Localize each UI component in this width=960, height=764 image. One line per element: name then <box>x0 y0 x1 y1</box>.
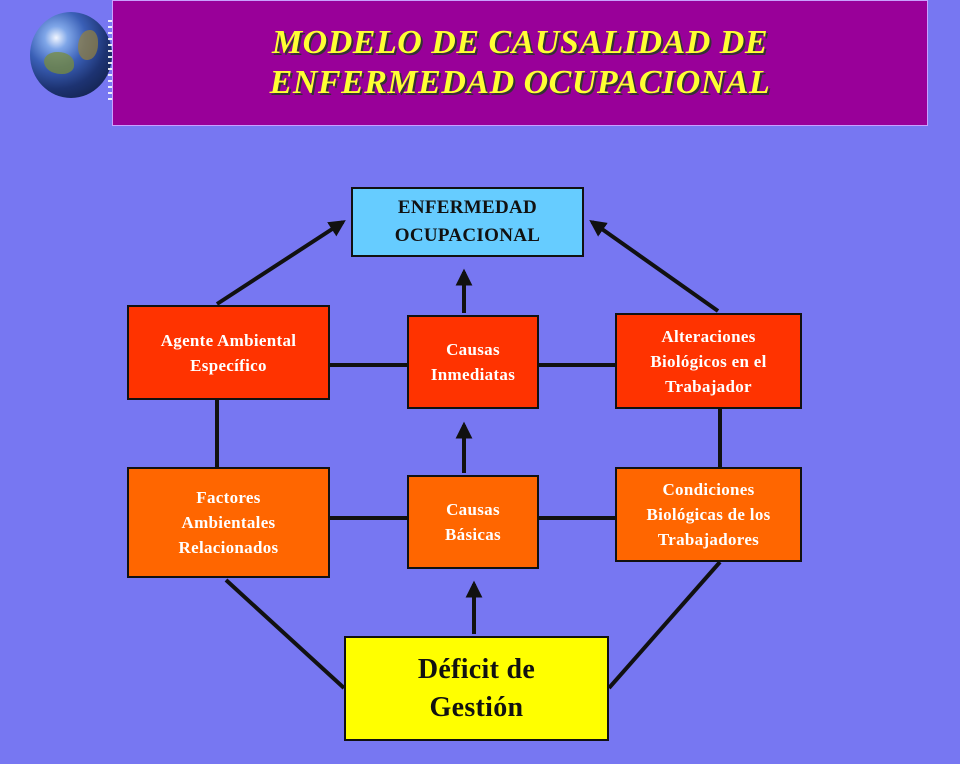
box-label-line: Inmediatas <box>430 365 516 384</box>
title-line: MODELO DE CAUSALIDAD DE <box>271 24 769 61</box>
box-label-line: Causas <box>446 500 500 519</box>
connector-factores-deficit <box>224 578 346 690</box>
box-causas-inmediatas: Causas Inmediatas <box>407 315 539 409</box>
box-alteraciones-biologicas: Alteraciones Biológicos en el Trabajador <box>615 313 802 409</box>
box-label-line: Condiciones <box>662 480 755 499</box>
title-banner: MODELO DE CAUSALIDAD DE ENFERMEDAD OCUPA… <box>112 0 928 126</box>
arrow-alteraciones-to-enfermedad <box>589 220 720 313</box>
box-agente-ambiental: Agente Ambiental Específico <box>127 305 330 400</box>
title-line: ENFERMEDAD OCUPACIONAL <box>269 64 771 101</box>
arrow-agente-to-enfermedad <box>215 220 346 306</box>
box-label-line: Factores <box>196 488 261 507</box>
box-label-line: Específico <box>190 355 267 375</box>
box-label-line: ENFERMEDAD <box>397 197 538 218</box>
box-label-line: Biológicas de los <box>646 505 771 524</box>
decorative-dots <box>108 20 114 100</box>
connector-condiciones-deficit <box>607 560 722 690</box>
box-label-line: Biológicos en el <box>650 351 767 371</box>
box-label-line: Agente Ambiental <box>160 330 297 350</box>
box-deficit-de-gestion: Déficit de Gestión <box>344 636 609 741</box>
globe-icon <box>30 12 112 98</box>
box-enfermedad-ocupacional: ENFERMEDAD OCUPACIONAL <box>351 187 584 257</box>
box-label-line: Gestión <box>429 691 524 723</box>
box-label-line: Trabajadores <box>657 530 760 549</box>
box-label-line: Trabajador <box>665 376 752 396</box>
box-label-line: Déficit de <box>417 653 536 685</box>
box-label-line: OCUPACIONAL <box>394 225 541 246</box>
box-label-line: Relacionados <box>178 538 279 557</box>
box-label-line: Ambientales <box>181 513 276 532</box>
box-causas-basicas: Causas Básicas <box>407 475 539 569</box>
page-title: MODELO DE CAUSALIDAD DE ENFERMEDAD OCUPA… <box>270 23 771 103</box>
box-label-line: Básicas <box>445 525 501 544</box>
box-factores-ambientales: Factores Ambientales Relacionados <box>127 467 330 578</box>
globe-land <box>44 52 74 74</box>
box-condiciones-biologicas: Condiciones Biológicas de los Trabajador… <box>615 467 802 562</box>
box-label-line: Alteraciones <box>661 326 756 346</box>
box-label-line: Causas <box>446 340 500 359</box>
globe-land <box>78 30 98 60</box>
